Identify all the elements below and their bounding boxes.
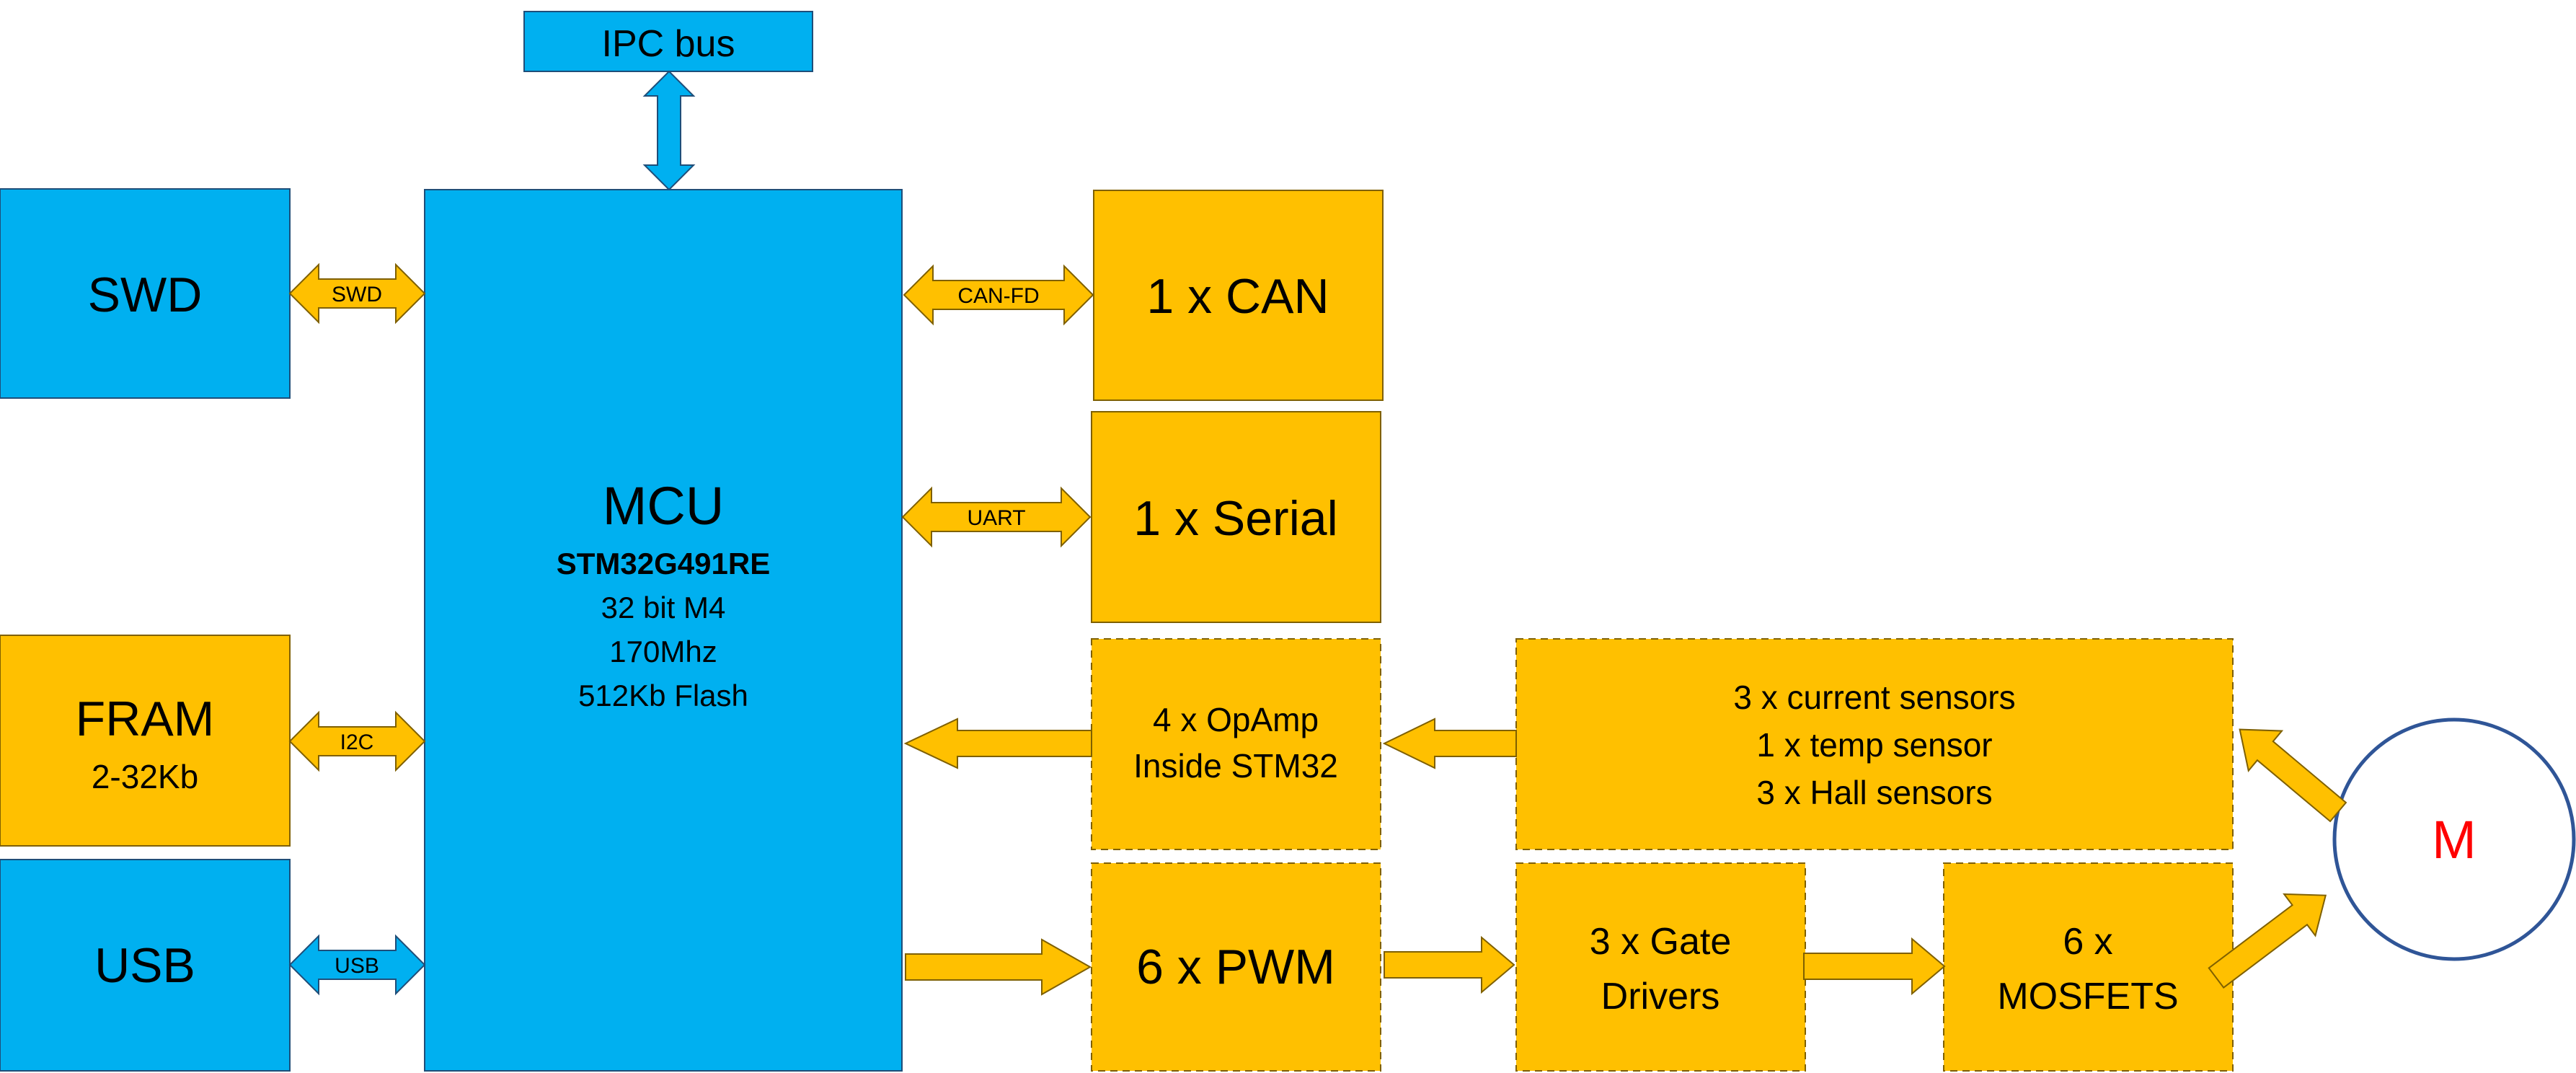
gate-to-mosfets-arrow	[1803, 937, 1946, 996]
opamp-label-line2: Inside STM32	[1133, 747, 1338, 785]
sensors-block: 3 x current sensors 1 x temp sensor 3 x …	[1515, 638, 2234, 850]
opamp-to-mcu-arrow	[903, 717, 1092, 769]
motor-label: M	[2432, 810, 2477, 870]
serial-block: 1 x Serial	[1091, 411, 1381, 623]
can-block: 1 x CAN	[1093, 190, 1384, 401]
opamp-block: 4 x OpAmp Inside STM32	[1091, 638, 1381, 850]
ipc-bus-arrow	[642, 70, 696, 191]
fram-size: 2-32Kb	[92, 758, 198, 795]
can-fd-arrow-label: CAN-FD	[957, 284, 1039, 308]
can-label: 1 x CAN	[1146, 269, 1329, 324]
swd-arrow-label: SWD	[332, 283, 382, 306]
sensors-to-opamp-arrow	[1382, 717, 1517, 769]
swd-label: SWD	[88, 268, 203, 322]
mosfets-line2: MOSFETS	[1997, 976, 2178, 1017]
mcu-part-number: STM32G491RE	[557, 547, 770, 580]
motor-to-sensors-arrow	[2239, 728, 2347, 823]
mcu-to-pwm-arrow	[905, 938, 1092, 996]
mcu-spec-core: 32 bit M4	[601, 591, 726, 624]
motor-block: M	[2332, 717, 2576, 961]
gate-drivers-line1: 3 x Gate	[1590, 921, 1732, 963]
pwm-label: 6 x PWM	[1136, 940, 1335, 994]
can-fd-arrow: CAN-FD	[903, 264, 1094, 326]
mcu-title: MCU	[603, 476, 725, 536]
mosfets-to-motor-arrow	[2208, 893, 2327, 989]
usb-arrow: USB	[288, 934, 426, 996]
usb-arrow-label: USB	[335, 954, 379, 978]
fram-title: FRAM	[76, 692, 215, 746]
swd-block: SWD	[0, 188, 291, 399]
mcu-spec-flash: 512Kb Flash	[578, 679, 748, 712]
uart-arrow-label: UART	[967, 506, 1025, 530]
usb-block: USB	[0, 859, 291, 1072]
mosfets-block: 6 x MOSFETS	[1943, 862, 2234, 1072]
serial-label: 1 x Serial	[1133, 491, 1337, 546]
i2c-arrow: I2C	[288, 710, 426, 772]
i2c-arrow-label: I2C	[340, 730, 374, 754]
ipc-bus-block: IPC bus	[523, 11, 813, 72]
sensors-line-temp: 1 x temp sensor	[1756, 726, 1992, 764]
pwm-to-gate-arrow	[1384, 935, 1515, 994]
gate-drivers-line2: Drivers	[1601, 976, 1720, 1017]
ipc-bus-label: IPC bus	[602, 23, 735, 65]
sensors-line-hall: 3 x Hall sensors	[1756, 774, 1992, 811]
mcu-spec-clock: 170Mhz	[609, 635, 717, 668]
gate-drivers-block: 3 x Gate Drivers	[1515, 862, 1806, 1072]
uart-arrow: UART	[901, 486, 1092, 548]
mcu-block: MCU STM32G491RE 32 bit M4 170Mhz 512Kb F…	[424, 189, 903, 1072]
opamp-label-line1: 4 x OpAmp	[1153, 701, 1319, 738]
pwm-block: 6 x PWM	[1091, 862, 1381, 1072]
swd-arrow: SWD	[288, 262, 426, 324]
sensors-line-current: 3 x current sensors	[1733, 679, 2015, 716]
fram-block: FRAM 2-32Kb	[0, 635, 291, 847]
usb-label: USB	[94, 938, 195, 993]
mosfets-line1: 6 x	[2063, 921, 2112, 963]
